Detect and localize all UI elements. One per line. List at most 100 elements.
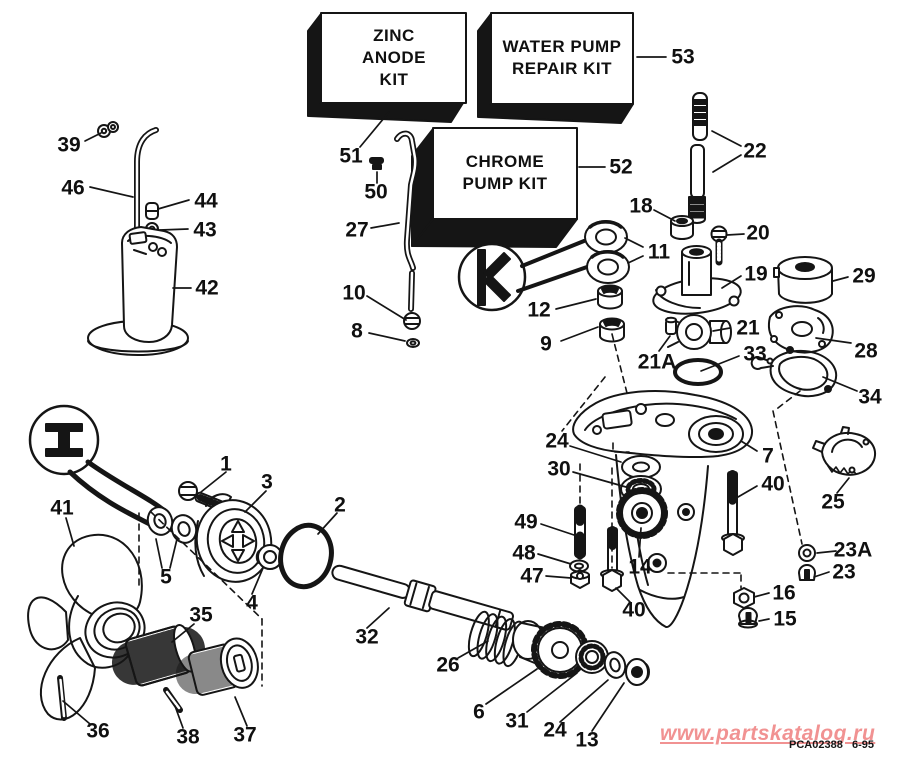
part-label-37: 37 bbox=[233, 723, 257, 747]
part-label-43: 43 bbox=[193, 218, 217, 242]
part-label-3: 3 bbox=[261, 470, 273, 494]
part-label-39: 39 bbox=[57, 133, 81, 157]
part-label-44: 44 bbox=[194, 189, 218, 213]
part-39-fitting bbox=[97, 121, 119, 138]
part-16-nut bbox=[733, 587, 755, 609]
part-label-46: 46 bbox=[61, 176, 85, 200]
part-23a-washer bbox=[798, 544, 816, 562]
part-label-5: 5 bbox=[160, 565, 172, 589]
part-label-47: 47 bbox=[520, 564, 544, 588]
part-15-plug bbox=[738, 607, 758, 629]
part-label-13: 13 bbox=[575, 728, 599, 752]
part-36-pin bbox=[57, 675, 67, 721]
part-label-29: 29 bbox=[852, 264, 876, 288]
part-22-driveshaft bbox=[688, 92, 708, 224]
part-label-32: 32 bbox=[355, 625, 379, 649]
part-label-15: 15 bbox=[773, 607, 797, 631]
part-label-35: 35 bbox=[189, 603, 213, 627]
part-40-bolt-right bbox=[721, 470, 745, 556]
part-12-bushing bbox=[597, 284, 623, 310]
zinc-anode-kit-box bbox=[307, 12, 467, 123]
part-7-gearcase-housing bbox=[572, 390, 754, 628]
part-14-pinion-gear bbox=[616, 487, 668, 539]
doc-code: PCA02388 bbox=[789, 739, 843, 751]
chrome-pump-kit-box bbox=[411, 127, 578, 248]
seal-detail-callout bbox=[457, 239, 589, 312]
leader-lines bbox=[62, 56, 858, 732]
part-33-o-ring bbox=[673, 358, 723, 386]
part-10-nut bbox=[403, 312, 421, 330]
part-label-30: 30 bbox=[547, 457, 571, 481]
part-label-21a: 21A bbox=[637, 350, 677, 374]
part-24-washer-lower bbox=[603, 651, 627, 679]
part-label-26: 26 bbox=[436, 653, 460, 677]
part-label-48: 48 bbox=[512, 541, 536, 565]
part-13-bushing bbox=[625, 658, 650, 686]
part-label-20: 20 bbox=[746, 221, 770, 245]
doc-date: 6-95 bbox=[852, 739, 875, 751]
part-37-prop-hub bbox=[175, 637, 259, 696]
part-label-1: 1 bbox=[220, 452, 232, 476]
part-9-bushing bbox=[599, 317, 625, 343]
part-23-plug bbox=[798, 564, 816, 581]
part-49-stud bbox=[574, 504, 586, 560]
part-47-nut bbox=[570, 569, 590, 589]
part-32-prop-shaft bbox=[331, 564, 514, 631]
part-41-propeller bbox=[27, 533, 146, 721]
part-label-52: 52 bbox=[609, 155, 633, 179]
part-24-washer-upper bbox=[621, 455, 661, 479]
part-label-33: 33 bbox=[743, 342, 767, 366]
part-label-27: 27 bbox=[345, 218, 369, 242]
part-label-42: 42 bbox=[195, 276, 219, 300]
part-8-washer bbox=[406, 338, 420, 348]
part-38-pin bbox=[163, 687, 183, 713]
part-label-40-2: 40 bbox=[622, 598, 646, 622]
part-34-gasket bbox=[750, 346, 838, 398]
part-20-bolt bbox=[710, 225, 728, 266]
zinc-anode-kit-label: ZINC ANODE KIT bbox=[362, 25, 426, 90]
chrome-pump-kit-label: CHROME PUMP KIT bbox=[462, 151, 548, 193]
part-46-tube bbox=[134, 127, 159, 239]
part-25-anode-plate bbox=[812, 426, 876, 476]
part-5-seals bbox=[146, 506, 198, 544]
part-label-53: 53 bbox=[671, 45, 695, 69]
part-label-36: 36 bbox=[86, 719, 110, 743]
part-label-2: 2 bbox=[334, 493, 346, 517]
part-label-9: 9 bbox=[540, 332, 552, 356]
part-29-pump-cup bbox=[773, 256, 833, 304]
part-label-38: 38 bbox=[176, 725, 200, 749]
part-label-22: 22 bbox=[743, 139, 767, 163]
part-44-bushing bbox=[145, 202, 159, 220]
part-label-24: 24 bbox=[545, 429, 569, 453]
part-label-28: 28 bbox=[854, 339, 878, 363]
watermark-link[interactable]: www.partskatalog.ru bbox=[660, 722, 876, 745]
part-label-6: 6 bbox=[473, 700, 485, 724]
part-label-51: 51 bbox=[339, 144, 363, 168]
part-label-19: 19 bbox=[744, 262, 768, 286]
part-48-washer bbox=[569, 559, 589, 573]
part-label-41: 41 bbox=[50, 496, 74, 520]
construction-lines bbox=[138, 333, 803, 687]
part-21-impeller-housing bbox=[667, 314, 732, 350]
part-label-18: 18 bbox=[629, 194, 653, 218]
part-label-21: 21 bbox=[736, 316, 760, 340]
part-label-31: 31 bbox=[505, 709, 529, 733]
part-50-clip bbox=[369, 157, 384, 170]
part-21a-key bbox=[665, 316, 677, 335]
water-pump-repair-kit-label: WATER PUMP REPAIR KIT bbox=[502, 36, 622, 78]
part-18-bushing bbox=[670, 215, 694, 240]
part-19-pump-housing bbox=[652, 245, 742, 315]
part-label-49: 49 bbox=[514, 510, 538, 534]
part-label-11: 11 bbox=[647, 240, 671, 264]
part-11-bearings bbox=[584, 220, 630, 284]
part-label-34: 34 bbox=[858, 385, 882, 409]
part-label-4: 4 bbox=[246, 591, 258, 615]
part-27-water-tube bbox=[394, 130, 419, 312]
part-label-16: 16 bbox=[772, 581, 796, 605]
part-label-24-2: 24 bbox=[543, 718, 567, 742]
part-label-8: 8 bbox=[351, 319, 363, 343]
part-3-bearing-housing bbox=[194, 493, 273, 583]
part-label-40: 40 bbox=[761, 472, 785, 496]
part-label-10: 10 bbox=[342, 281, 366, 305]
